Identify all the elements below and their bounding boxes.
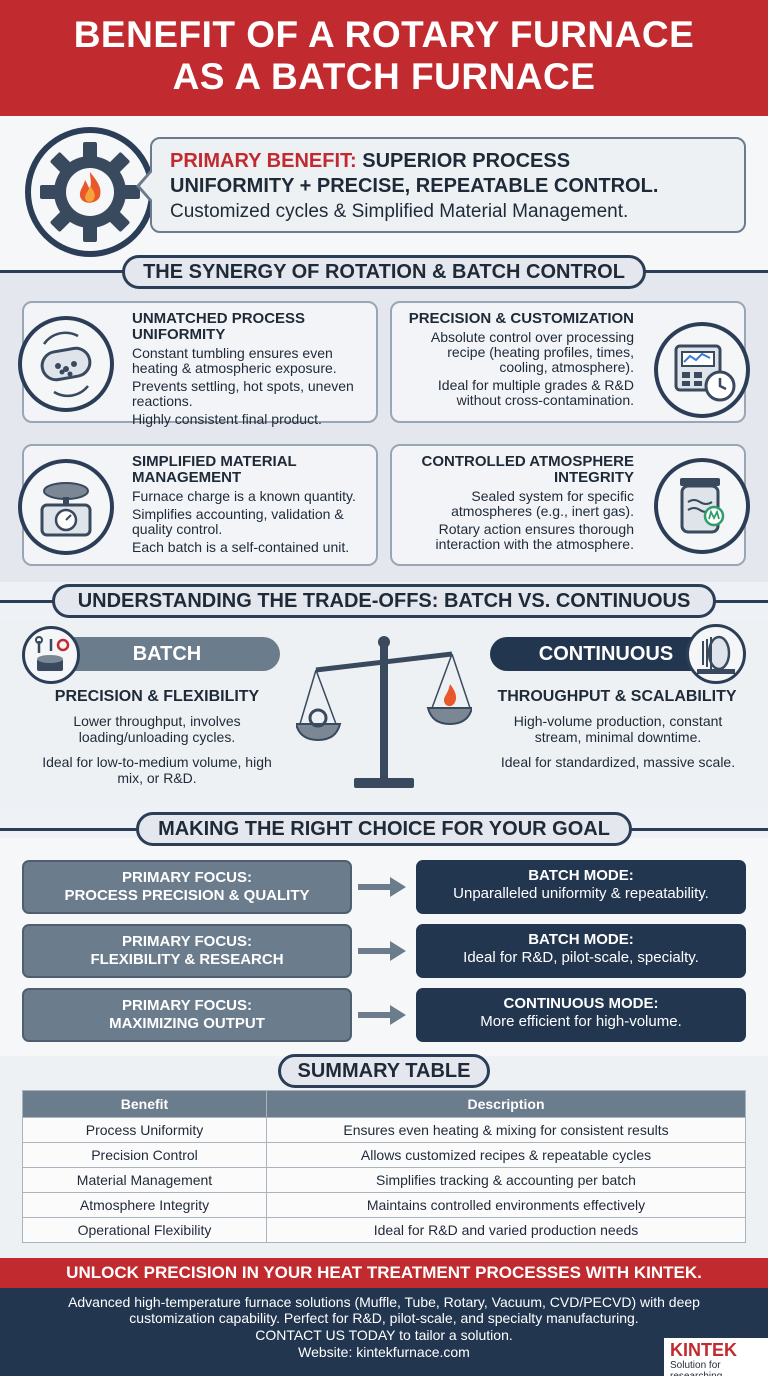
batch-subtitle: PRECISION & FLEXIBILITY (54, 688, 260, 705)
mode-batch-2: BATCH MODE: Ideal for R&D, pilot-scale, … (416, 924, 746, 978)
balance-scale-icon (296, 636, 472, 788)
card-title: PRECISION & CUSTOMIZATION (408, 310, 634, 327)
rotating-drum-icon (18, 316, 114, 412)
synergy-title: THE SYNERGY OF ROTATION & BATCH CONTROL (122, 255, 646, 289)
footer: Advanced high-temperature furnace soluti… (0, 1288, 768, 1376)
mode-continuous: CONTINUOUS MODE: More efficient for high… (416, 988, 746, 1042)
header-banner: BENEFIT OF A ROTARY FURNACE AS A BATCH F… (0, 0, 768, 116)
primary-benefit-line3: Customized cycles & Simplified Material … (170, 201, 629, 222)
cta-banner: UNLOCK PRECISION IN YOUR HEAT TREATMENT … (0, 1258, 768, 1288)
focus-flexibility-research: PRIMARY FOCUS: FLEXIBILITY & RESEARCH (22, 924, 352, 978)
card-title: SIMPLIFIED MATERIAL MANAGEMENT (132, 453, 297, 486)
focus-maximizing-output: PRIMARY FOCUS: MAXIMIZING OUTPUT (22, 988, 352, 1042)
primary-benefit-line2: UNIFORMITY + PRECISE, REPEATABLE CONTROL… (170, 175, 659, 197)
conveyor-drum-icon (686, 624, 746, 684)
footer-description: Advanced high-temperature furnace soluti… (68, 1294, 700, 1326)
continuous-label: CONTINUOUS (490, 637, 722, 671)
arrow-right-icon (358, 1005, 406, 1025)
column-header: Benefit (22, 1090, 267, 1118)
arrow-right-icon (358, 877, 406, 897)
continuous-text-1: High-volume production, constant stream,… (513, 713, 723, 745)
footer-contact: CONTACT US TODAY to tailor a solution. (255, 1327, 513, 1343)
page-title-line1: BENEFIT OF A ROTARY FURNACE (73, 14, 695, 55)
primary-benefit-label: PRIMARY BENEFIT: (170, 150, 357, 172)
control-panel-clock-icon (654, 322, 750, 418)
batch-text-2: Ideal for low-to-medium volume, high mix… (42, 754, 272, 786)
page-title-line2: AS A BATCH FURNACE (172, 56, 596, 97)
continuous-text-2: Ideal for standardized, massive scale. (500, 754, 736, 770)
mode-batch-1: BATCH MODE: Unparalleled uniformity & re… (416, 860, 746, 914)
primary-benefit-callout: PRIMARY BENEFIT: SUPERIOR PROCESS UNIFOR… (150, 137, 746, 233)
choice-title: MAKING THE RIGHT CHOICE FOR YOUR GOAL (136, 812, 632, 846)
batch-label: BATCH (54, 637, 280, 671)
batch-tools-icon (22, 626, 80, 684)
kintek-logo: KINTEK Solution for researching (664, 1338, 768, 1376)
arrow-right-icon (358, 941, 406, 961)
batch-text-1: Lower throughput, involves loading/unloa… (73, 713, 241, 745)
tradeoffs-title: UNDERSTANDING THE TRADE-OFFS: BATCH VS. … (52, 584, 716, 618)
weighing-scale-icon (18, 459, 114, 555)
card-title: UNMATCHED PROCESS UNIFORMITY (132, 310, 306, 343)
primary-benefit-line1: SUPERIOR PROCESS (362, 150, 571, 172)
card-title: CONTROLLED ATMOSPHERE INTEGRITY (421, 453, 635, 486)
sealed-container-gas-icon (654, 458, 750, 554)
column-header: Description (266, 1090, 746, 1118)
footer-website-link[interactable]: Website: kintekfurnace.com (298, 1344, 470, 1360)
summary-title: SUMMARY TABLE (278, 1054, 490, 1088)
focus-precision-quality: PRIMARY FOCUS: PROCESS PRECISION & QUALI… (22, 860, 352, 914)
continuous-subtitle: THROUGHPUT & SCALABILITY (497, 688, 737, 705)
table-header-row: Benefit Description (22, 1090, 746, 1118)
